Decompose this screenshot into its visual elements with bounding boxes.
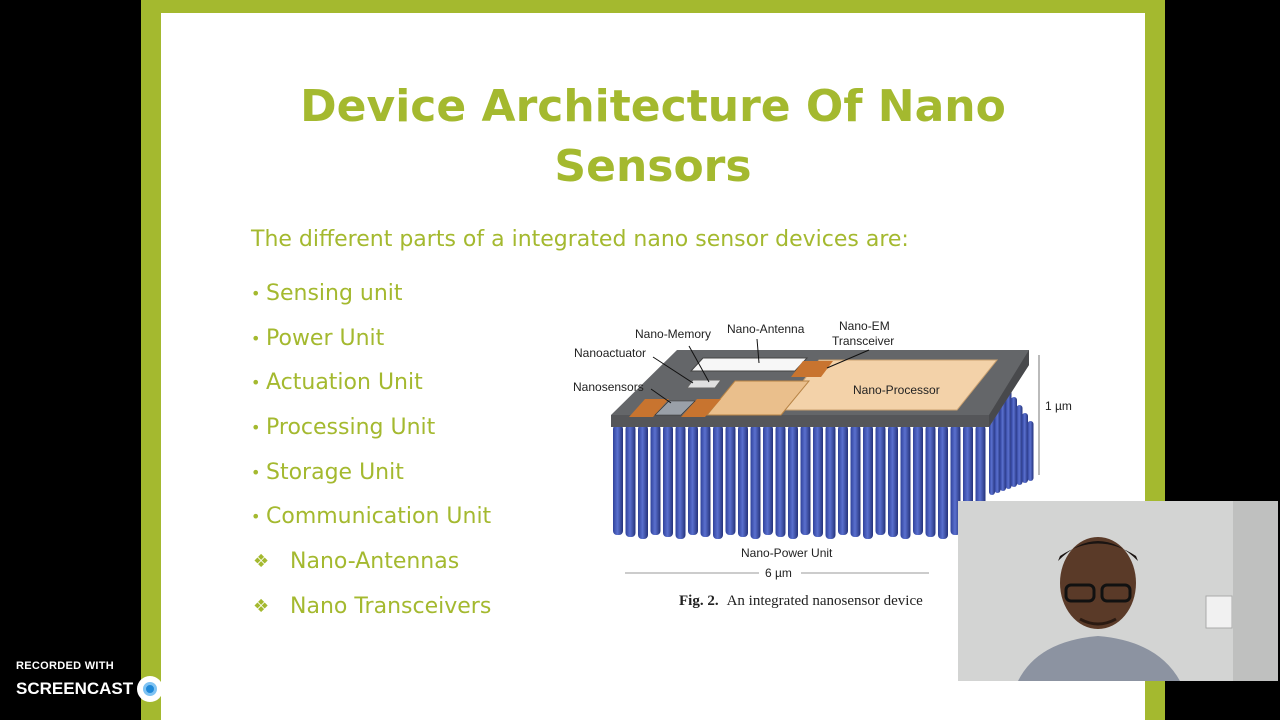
nanowire-pillar: [775, 425, 786, 537]
bullet-icon: •: [251, 462, 261, 482]
nanowire-pillar: [1000, 381, 1006, 491]
sub-list-item: ❖Nano-Antennas: [253, 548, 460, 574]
label-height: 1 µm: [1045, 399, 1072, 413]
figure-caption-label: Fig. 2.: [679, 593, 719, 609]
label-nanosensors: Nanosensors: [573, 380, 644, 394]
nanowire-pillar: [850, 425, 861, 537]
chip-front-edge: [611, 415, 989, 427]
nanowire-pillar: [1027, 421, 1034, 481]
chip-side-edge: [989, 350, 1029, 427]
pointer-line: [650, 388, 672, 404]
nanowire-pillar: [1016, 405, 1023, 485]
nanowire-pillar: [725, 425, 736, 535]
list-item: •Actuation Unit: [251, 370, 423, 396]
nanowire-pillar: [763, 425, 773, 535]
nano-memory-block: [705, 380, 811, 416]
list-item: •Sensing unit: [251, 280, 403, 306]
label-transceiver: Transceiver: [832, 334, 894, 348]
nanowire-pillar: [613, 425, 623, 535]
pointer-line: [688, 345, 710, 383]
screencast-logo-icon: [137, 676, 164, 702]
nanowire-pillar: [800, 425, 811, 535]
presenter-video: [958, 501, 1278, 681]
pointer-line: [756, 338, 760, 364]
slide: Device Architecture Of Nano Sensors The …: [161, 13, 1145, 720]
nanowire-pillar: [1011, 397, 1017, 487]
nanowire-pillar: [638, 425, 648, 539]
nano-em-transceiver-block: [791, 361, 833, 377]
nanosensor-grid: [654, 400, 696, 416]
webcam-overlay: [958, 501, 1278, 681]
nanoactuator-block: [686, 379, 722, 389]
nanowire-pillar: [713, 425, 723, 539]
nanowire-pillar: [788, 425, 798, 539]
nanowire-pillar: [650, 425, 661, 535]
nanowire-pillar: [700, 425, 711, 537]
list-item: •Communication Unit: [251, 504, 492, 530]
bullet-icon: •: [251, 417, 261, 437]
slide-title-line2: Sensors: [554, 141, 752, 192]
label-nano-processor: Nano-Processor: [853, 383, 940, 397]
list-item: •Storage Unit: [251, 459, 404, 485]
list-item: •Power Unit: [251, 325, 385, 351]
nanowire-pillar: [838, 425, 848, 535]
nanowire-pillar: [875, 425, 886, 535]
nanowire-pillar: [938, 425, 948, 539]
bullet-icon: •: [251, 507, 261, 527]
nanowire-pillar: [663, 425, 673, 537]
watermark-line1: RECORDED WITH: [16, 660, 115, 672]
nanowire-pillar: [688, 425, 698, 535]
nanosensor-block: [629, 399, 669, 417]
antenna-area: [689, 357, 809, 372]
sub-list-item: ❖Nano Transceivers: [253, 593, 492, 619]
figure-caption: Fig. 2. An integrated nanosensor device: [679, 593, 959, 610]
pointer-line: [652, 356, 694, 384]
bullet-list: •Sensing unit •Power Unit •Actuation Uni…: [251, 271, 491, 629]
label-nano-power-unit: Nano-Power Unit: [741, 546, 833, 560]
nanowire-pillar: [1005, 389, 1012, 489]
watermark-brand-left: SCREENCAST: [16, 679, 134, 698]
nanowire-pillar: [1022, 413, 1028, 483]
slide-title: Device Architecture Of Nano Sensors: [161, 77, 1145, 197]
nanowire-pillar: [925, 425, 936, 537]
bullet-icon: •: [251, 328, 261, 348]
nanowire-pillar: [863, 425, 873, 539]
watermark-brand-right: MATIC: [167, 679, 220, 698]
diamond-bullet-icon: ❖: [253, 550, 270, 572]
bullet-icon: •: [251, 373, 261, 393]
nanowire-pillar: [675, 425, 686, 539]
label-nanoactuator: Nanoactuator: [574, 346, 646, 360]
screencast-watermark: RECORDED WITH SCREENCAST MATIC: [16, 660, 220, 702]
slide-title-line1: Device Architecture Of Nano: [300, 81, 1006, 132]
nanowire-pillar: [750, 425, 761, 539]
figure-caption-text: An integrated nanosensor device: [726, 593, 923, 609]
nanowire-pillar: [900, 425, 911, 539]
list-item: •Processing Unit: [251, 414, 436, 440]
nanowire-pillar: [913, 425, 923, 535]
nanowire-pillar: [888, 425, 898, 537]
nanowire-pillar: [825, 425, 836, 539]
label-nano-memory: Nano-Memory: [635, 327, 711, 341]
nanowire-pillar: [738, 425, 748, 537]
nanosensor-block: [681, 399, 721, 417]
slide-intro: The different parts of a integrated nano…: [251, 227, 909, 252]
label-nano-em: Nano-EM: [839, 319, 890, 333]
label-nano-antenna: Nano-Antenna: [727, 322, 805, 336]
pointer-line: [826, 349, 870, 369]
label-width: 6 µm: [765, 566, 792, 580]
nanowire-pillar: [813, 425, 823, 537]
nanosensor-diagram: Nano-Memory Nano-Antenna Nano-EM Transce…: [573, 319, 1072, 580]
diamond-bullet-icon: ❖: [253, 595, 270, 617]
nanowire-pillar: [625, 425, 636, 537]
bullet-icon: •: [251, 283, 261, 303]
